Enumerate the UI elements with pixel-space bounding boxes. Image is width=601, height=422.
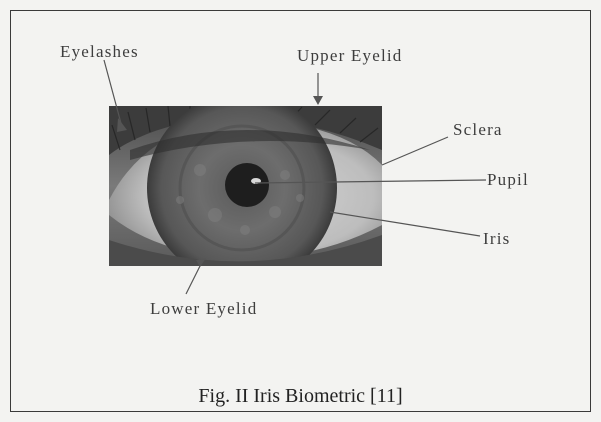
iris-label: Iris xyxy=(483,229,510,249)
upper-eyelid-label: Upper Eyelid xyxy=(297,46,403,66)
sclera-leader xyxy=(382,137,448,165)
lower-eyelid-label: Lower Eyelid xyxy=(150,299,257,319)
pupil-label: Pupil xyxy=(487,170,529,190)
sclera-label: Sclera xyxy=(453,120,503,140)
figure-caption: Fig. II Iris Biometric [11] xyxy=(0,385,601,408)
upper-eyelid-arrowhead xyxy=(313,96,323,105)
lower-eyelid-leader xyxy=(186,262,202,294)
eye-photo xyxy=(109,93,382,283)
eyelashes-label: Eyelashes xyxy=(60,42,139,62)
